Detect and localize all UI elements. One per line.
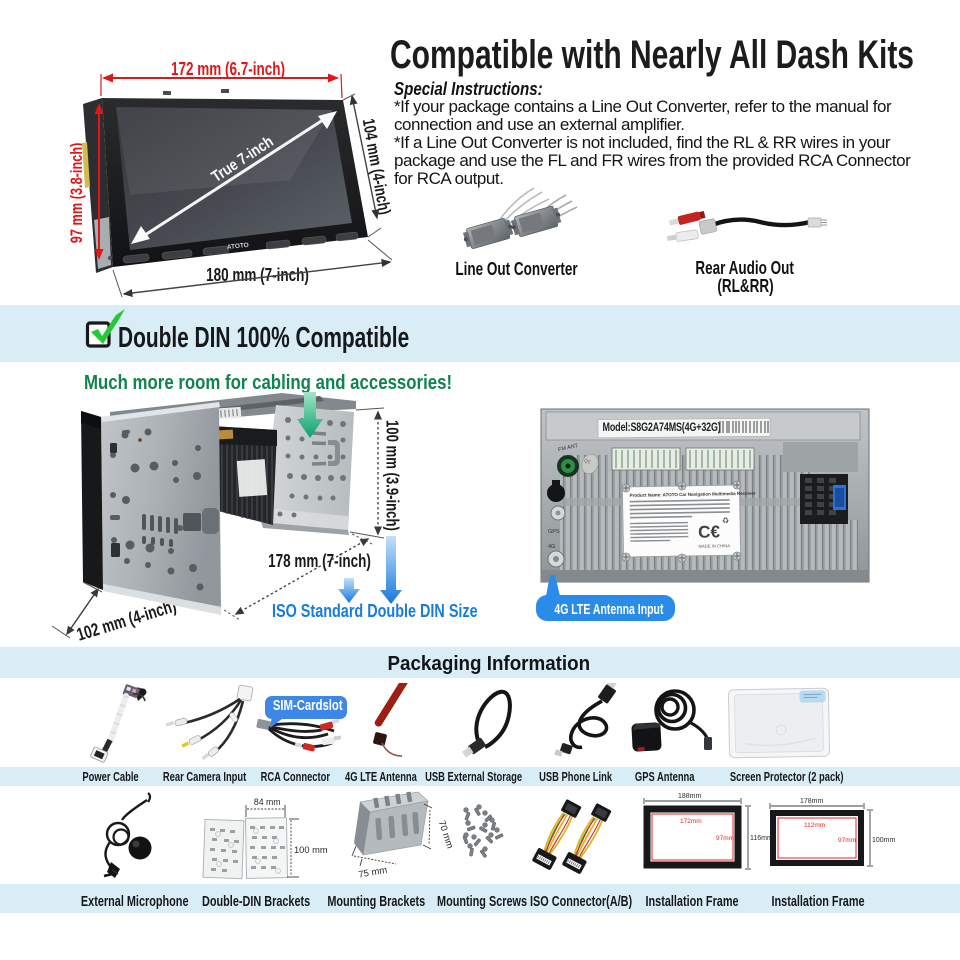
svg-text:70 mm: 70 mm	[436, 819, 455, 850]
svg-text:100mm: 100mm	[872, 837, 896, 844]
svg-text:C€: C€	[698, 522, 721, 541]
svg-text:75 mm: 75 mm	[358, 865, 389, 881]
svg-text:Product Name: ATOTO Car Naviga: Product Name: ATOTO Car Navigation Multi…	[630, 491, 756, 498]
svg-text:84 mm: 84 mm	[254, 797, 281, 807]
svg-text:97mm: 97mm	[716, 835, 734, 842]
svg-text:116mm: 116mm	[750, 835, 773, 842]
svg-text:172mm: 172mm	[680, 818, 702, 825]
svg-text:97mm: 97mm	[838, 837, 856, 844]
svg-text:♻: ♻	[722, 516, 729, 525]
svg-text:100 mm: 100 mm	[294, 844, 328, 855]
svg-text:QC: QC	[584, 458, 593, 465]
svg-text:MADE IN CHINA: MADE IN CHINA	[698, 543, 730, 549]
svg-text:FM ANT: FM ANT	[558, 443, 580, 453]
svg-text:4G: 4G	[548, 544, 555, 550]
svg-text:GPS: GPS	[548, 529, 560, 535]
svg-text:178mm: 178mm	[800, 798, 824, 805]
svg-text:ATOTO: ATOTO	[227, 242, 250, 251]
svg-text:Model:S8G2A74MS(4G+32G): Model:S8G2A74MS(4G+32G)	[603, 422, 721, 434]
svg-text:188mm: 188mm	[678, 793, 702, 800]
svg-text:112mm: 112mm	[804, 822, 825, 829]
